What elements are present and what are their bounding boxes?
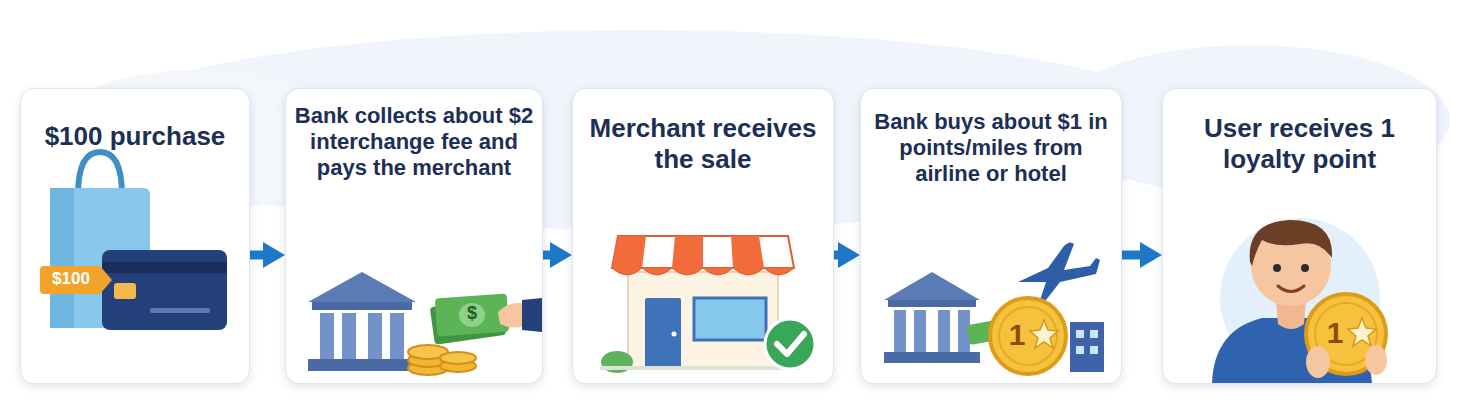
user-hand	[1306, 346, 1330, 378]
bank-fee-illustration	[308, 272, 542, 375]
bank-column	[894, 310, 906, 352]
airplane	[1018, 242, 1100, 300]
arrow-head	[1140, 242, 1162, 268]
step-text: Bank collects about $2 interchange fee a…	[292, 103, 536, 181]
arrow-head	[263, 242, 285, 268]
awning-stripes	[612, 236, 764, 268]
coin-number: 1	[1004, 318, 1030, 352]
card-stripe	[102, 262, 227, 273]
points-purchase-illustration	[884, 242, 1104, 374]
user-smile	[1278, 286, 1304, 292]
price-tag	[40, 266, 112, 294]
bank-column	[342, 313, 356, 359]
step-text: $100 purchase	[32, 121, 238, 152]
coin-ring	[999, 307, 1057, 365]
bag-side	[50, 188, 74, 328]
hotel-building	[1070, 322, 1104, 372]
ground	[600, 366, 800, 370]
coin-star	[1030, 320, 1058, 348]
shop-window	[694, 298, 766, 340]
credit-card	[102, 250, 227, 330]
user-hair	[1250, 220, 1332, 266]
bank-column	[368, 313, 382, 359]
shopping-illustration	[40, 152, 227, 330]
sleeve	[522, 298, 542, 332]
price-tag-text: $100	[40, 269, 102, 289]
arrow-head	[838, 242, 860, 268]
card-chip	[114, 283, 136, 299]
coin	[440, 352, 476, 364]
user-eye	[1273, 264, 1281, 272]
bank-roof	[884, 272, 980, 300]
shop-wall	[628, 272, 778, 368]
bank-column	[938, 310, 950, 352]
user-eye	[1301, 264, 1309, 272]
banknote	[435, 294, 509, 337]
bank-column	[320, 313, 334, 359]
arrow-head	[550, 242, 572, 268]
step-text: User receives 1 loyalty point	[1195, 113, 1405, 174]
awning	[612, 236, 794, 268]
hotel-window	[1090, 346, 1098, 354]
step-text: Merchant receives the sale	[587, 113, 819, 174]
hotel-window	[1076, 346, 1084, 354]
banknote-seal	[459, 303, 485, 327]
points-coin	[990, 298, 1066, 374]
hotel-window	[1076, 330, 1084, 338]
card-line	[150, 308, 210, 313]
bank-roof	[308, 272, 416, 302]
coin-number: 1	[1322, 316, 1348, 350]
user-hand	[1365, 345, 1387, 375]
check-mark	[777, 334, 804, 354]
hand	[498, 303, 524, 328]
awning-scallops	[612, 268, 794, 275]
user-illustration	[1212, 218, 1387, 383]
step-text: Bank buys about $1 in points/miles from …	[868, 109, 1114, 187]
shop-door	[645, 298, 681, 368]
bank-column	[390, 313, 404, 359]
coin-star	[1348, 318, 1376, 346]
bank-beam	[888, 300, 976, 307]
check-badge	[765, 319, 815, 369]
bank-base	[884, 352, 980, 363]
hotel-window	[1090, 330, 1098, 338]
banknote-symbol: $	[462, 303, 482, 324]
bank-base	[308, 359, 416, 371]
door-knob	[672, 332, 677, 337]
bank-column	[914, 310, 926, 352]
bank-beam	[312, 302, 412, 310]
shop-illustration	[600, 236, 815, 373]
